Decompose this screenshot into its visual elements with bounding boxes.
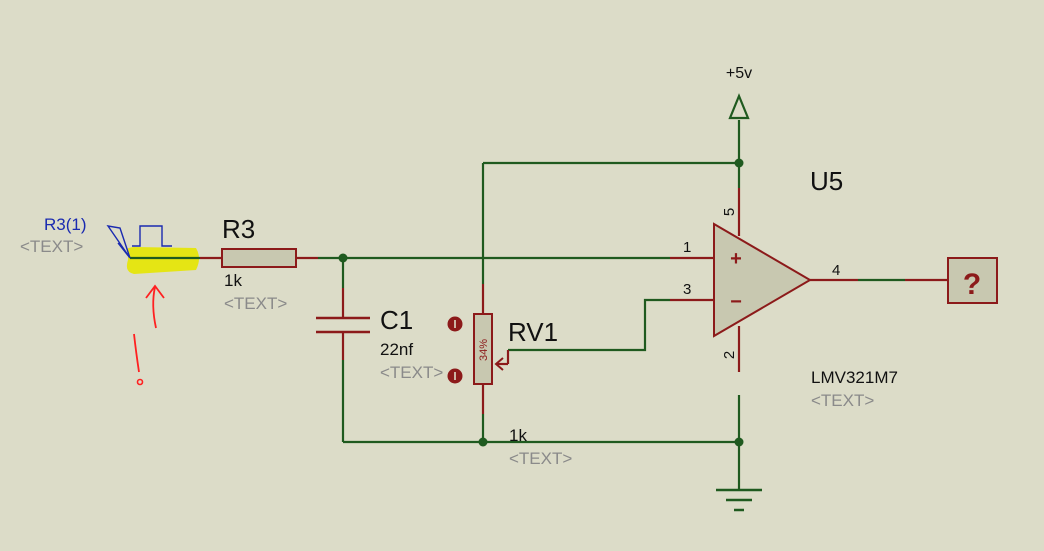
power-label: +5v bbox=[726, 65, 752, 82]
u5-pin2-number: 2 bbox=[721, 351, 738, 359]
rv1-wiper-arrow-icon bbox=[494, 357, 504, 371]
u5-part: LMV321M7 bbox=[811, 368, 898, 387]
probe-icon bbox=[106, 225, 131, 259]
u5-pin5-number: 5 bbox=[721, 208, 738, 216]
output-terminal[interactable]: ? bbox=[905, 257, 998, 304]
junction-dot bbox=[734, 437, 744, 447]
wires bbox=[130, 120, 905, 490]
rv1-value: 1k bbox=[509, 426, 527, 445]
terminal-box bbox=[947, 257, 998, 304]
u5-body bbox=[713, 222, 812, 338]
r3-ref: R3 bbox=[222, 214, 255, 244]
rv1-wiper-percent: 34% bbox=[478, 339, 490, 361]
power-symbol[interactable]: +5v bbox=[726, 65, 752, 120]
probe-label: R3(1) bbox=[44, 215, 87, 234]
probe-waveform-icon bbox=[132, 225, 172, 247]
capacitor-c1[interactable]: C1 22nf <TEXT> bbox=[316, 288, 443, 382]
u5-plus-sign: + bbox=[730, 248, 742, 270]
u5-pin4-number: 4 bbox=[832, 262, 840, 279]
power-arrow-icon bbox=[728, 93, 750, 120]
junction-dot bbox=[338, 253, 348, 263]
highlight-marker bbox=[126, 247, 199, 274]
rv1-ref: RV1 bbox=[508, 317, 558, 347]
rv1-body bbox=[473, 313, 493, 385]
opamp-u5[interactable]: + − 1 3 4 5 2 U5 LMV321M7 <TEXT> bbox=[670, 166, 898, 410]
r3-body bbox=[221, 248, 297, 268]
c1-ref: C1 bbox=[380, 305, 413, 335]
arrow-up-icon bbox=[145, 284, 165, 329]
probe[interactable]: R3(1) <TEXT> bbox=[20, 215, 172, 259]
r3-value: 1k bbox=[224, 271, 242, 290]
potentiometer-rv1[interactable]: 34% RV1 1k <TEXT> bbox=[447, 284, 573, 468]
u5-ref: U5 bbox=[810, 166, 843, 196]
probe-text: <TEXT> bbox=[20, 237, 83, 256]
c1-text: <TEXT> bbox=[380, 363, 443, 382]
ground-symbol[interactable] bbox=[716, 488, 762, 512]
annotation-stroke bbox=[133, 333, 140, 373]
u5-minus-sign: − bbox=[730, 291, 742, 313]
junction-dot bbox=[734, 158, 744, 168]
u5-pin1-number: 1 bbox=[683, 239, 691, 256]
rv1-text: <TEXT> bbox=[509, 449, 572, 468]
terminal-question-icon: ? bbox=[963, 268, 981, 301]
junction-dot bbox=[478, 437, 488, 447]
u5-pin3-number: 3 bbox=[683, 281, 691, 298]
junctions bbox=[338, 158, 744, 447]
wire-wiper-pin3 bbox=[508, 298, 670, 352]
annotation-arrow bbox=[133, 284, 165, 386]
annotation-dot bbox=[136, 378, 144, 386]
u5-text: <TEXT> bbox=[811, 391, 874, 410]
resistor-r3[interactable]: R3 1k <TEXT> bbox=[200, 214, 318, 313]
r3-text: <TEXT> bbox=[224, 294, 287, 313]
c1-value: 22nf bbox=[380, 340, 413, 359]
